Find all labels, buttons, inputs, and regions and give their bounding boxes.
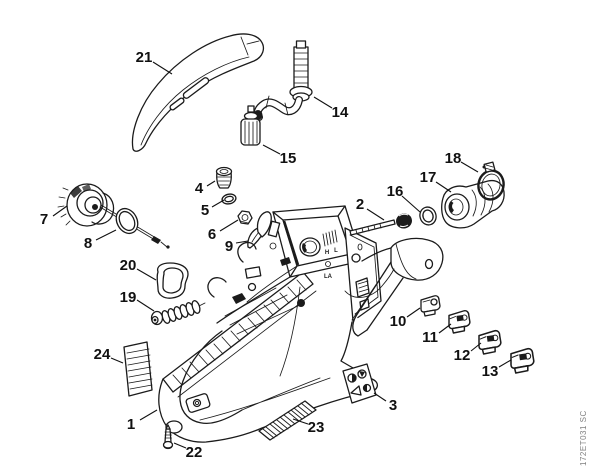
callout-leader-3 xyxy=(373,392,387,402)
part-4-plug xyxy=(215,166,233,189)
callout-label-7: 7 xyxy=(40,211,48,228)
callout-label-5: 5 xyxy=(201,202,209,219)
part-22-screw xyxy=(162,424,174,450)
part-19-spring-screw xyxy=(150,300,206,326)
part-13-switch xyxy=(510,347,535,374)
marking-l: L xyxy=(334,248,338,254)
callout-label-4: 4 xyxy=(195,180,204,197)
callout-label-1: 1 xyxy=(127,416,135,433)
part-14-fuel-hose xyxy=(253,40,313,121)
callout-leader-17 xyxy=(435,181,452,193)
callout-leader-14 xyxy=(313,96,333,109)
callout-label-19: 19 xyxy=(120,289,137,306)
part-20-gasket xyxy=(156,262,189,299)
callout-leader-16 xyxy=(401,195,421,213)
part-5-o-ring xyxy=(221,193,237,205)
callout-leader-20 xyxy=(136,268,157,281)
part-15-fuel-filter xyxy=(240,105,261,146)
drawing-code: 172ET031 SC xyxy=(579,410,588,466)
callout-leader-19 xyxy=(136,299,155,312)
callout-label-12: 12 xyxy=(454,347,471,364)
part-8-rod xyxy=(99,204,170,249)
callout-leader-10 xyxy=(406,307,421,318)
callout-leader-4 xyxy=(206,180,216,187)
part-16-ring xyxy=(419,206,437,226)
callout-leader-8 xyxy=(95,229,117,241)
callout-leader-12 xyxy=(470,342,482,352)
part-1-tank-housing: H L LA xyxy=(158,205,444,443)
part-6-nut xyxy=(237,210,253,225)
callout-label-2: 2 xyxy=(356,196,364,213)
callout-leader-23 xyxy=(292,418,309,425)
callout-leader-11 xyxy=(438,323,452,334)
part-18-hose-clamp xyxy=(477,161,505,201)
callout-label-6: 6 xyxy=(208,226,216,243)
callout-leader-2 xyxy=(366,208,385,221)
part-23-ribbed-pad xyxy=(258,400,317,441)
callout-leader-22 xyxy=(173,442,187,449)
callout-label-3: 3 xyxy=(389,397,397,414)
callout-label-13: 13 xyxy=(482,363,499,380)
callout-label-14: 14 xyxy=(332,104,349,121)
callout-leader-7 xyxy=(52,205,68,217)
callout-label-8: 8 xyxy=(84,235,92,252)
part-7-assembly xyxy=(57,183,115,227)
callout-leader-6 xyxy=(219,219,239,232)
marking-la: LA xyxy=(324,274,333,280)
part-11-switch xyxy=(448,310,471,334)
callout-label-10: 10 xyxy=(390,313,407,330)
callout-label-9: 9 xyxy=(225,238,233,255)
callout-label-24: 24 xyxy=(94,346,111,363)
callout-leader-1 xyxy=(139,409,158,421)
callout-label-23: 23 xyxy=(308,419,325,436)
callout-label-22: 22 xyxy=(186,444,203,461)
callout-leader-18 xyxy=(460,161,479,173)
callout-label-11: 11 xyxy=(422,329,438,346)
part-21-handle-moulding xyxy=(131,33,265,152)
callout-label-18: 18 xyxy=(445,150,462,167)
part-17-intake-boot xyxy=(441,179,505,229)
callout-label-17: 17 xyxy=(420,169,437,186)
callout-leader-13 xyxy=(498,359,512,368)
callout-label-15: 15 xyxy=(280,150,297,167)
callout-label-21: 21 xyxy=(136,49,153,66)
part-24-label xyxy=(123,341,153,397)
callout-leader-15 xyxy=(262,144,281,155)
marking-h: H xyxy=(325,250,329,256)
callout-leader-5 xyxy=(211,199,225,208)
callout-leader-24 xyxy=(110,357,124,364)
part-3-pictogram-plate xyxy=(342,363,377,404)
part-2-screw xyxy=(349,213,412,236)
part-12-switch xyxy=(478,329,502,355)
part-10-switch xyxy=(420,295,441,317)
callout-leader-9 xyxy=(235,240,249,244)
callout-label-20: 20 xyxy=(120,257,137,274)
callout-label-16: 16 xyxy=(387,183,404,200)
callout-leader-21 xyxy=(152,61,173,75)
